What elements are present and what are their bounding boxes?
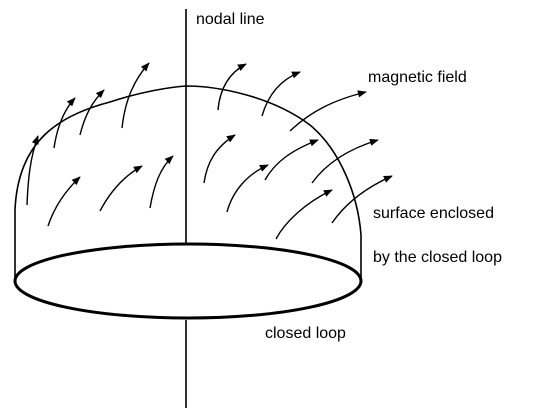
field-arrow: [203, 134, 236, 184]
field-arrow: [47, 176, 81, 227]
field-arrow: [149, 155, 174, 209]
magnetic-field-arrows: [26, 62, 393, 240]
closed-loop-ellipse: [13, 242, 363, 320]
nodal-line-label: nodal line: [196, 11, 265, 28]
field-arrow: [121, 62, 150, 129]
field-arrow: [275, 189, 333, 240]
magnetic-field-label: magnetic field: [368, 69, 467, 86]
field-arrow: [226, 164, 269, 213]
field-arrow: [26, 135, 39, 206]
field-arrow: [53, 97, 76, 149]
field-arrow: [311, 138, 379, 184]
field-arrow: [217, 63, 247, 111]
surface-label-line1: surface enclosed: [373, 205, 494, 222]
surface-label-line2: by the closed loop: [373, 249, 502, 266]
field-arrow: [99, 165, 143, 212]
field-arrow: [264, 139, 319, 181]
field-arrow: [331, 175, 393, 224]
closed-loop-label: closed loop: [265, 325, 346, 342]
field-arrow: [79, 89, 105, 136]
enclosed-surface-dome: [14, 85, 362, 281]
field-arrow: [289, 90, 367, 132]
field-arrow: [261, 71, 301, 117]
